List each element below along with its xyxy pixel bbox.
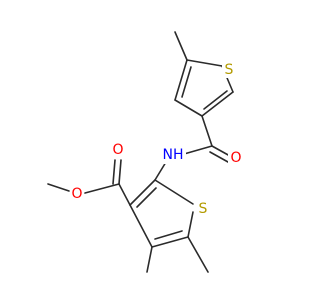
bond-c3b-c2b-double — [136, 187, 157, 208]
atom-oxygen-amide: O — [228, 150, 242, 167]
svg-text:O: O — [71, 186, 82, 202]
bond-c2-c3 — [201, 91, 234, 117]
bond-c5b-methyl — [187, 236, 209, 273]
bond-carbonyl-o-double — [209, 151, 229, 163]
bond-c5b-c4b — [151, 236, 189, 248]
bond-c4-c5-double — [181, 66, 192, 98]
bond-ester-c-o-double-b — [112, 159, 116, 185]
atom-sulfur-top: S — [222, 62, 236, 78]
bond-c4b-methyl — [146, 246, 153, 273]
bond-carbonyl-o — [211, 145, 231, 157]
bond-c5b-c4b-double — [154, 230, 183, 240]
bond-o-methyl — [47, 183, 70, 192]
svg-text:O: O — [112, 142, 123, 158]
bond-c5-s — [186, 59, 223, 67]
bond-carbonyl-n — [183, 145, 213, 155]
bond-ester-c-o-double-a — [118, 159, 122, 185]
svg-text:NH: NH — [163, 147, 184, 163]
bond-c4b-c3b — [129, 204, 153, 248]
bonds — [47, 31, 234, 273]
atom-labels: S O NH O O S — [70, 62, 242, 217]
atom-sulfur-bottom: S — [196, 201, 210, 217]
bond-c3b-c2b — [129, 179, 156, 206]
bond-c3b-ester-c — [118, 183, 131, 206]
bond-c2-c3-double — [203, 90, 228, 110]
bond-c3-carbonyl — [201, 115, 213, 147]
svg-text:S: S — [199, 201, 208, 217]
bond-ester-c-o — [84, 183, 120, 194]
bond-s-c5b — [187, 211, 194, 238]
atom-nitrogen-amide: NH — [160, 147, 186, 164]
svg-text:O: O — [230, 150, 241, 166]
atom-oxygen-ester: O — [70, 186, 84, 202]
structure-canvas: S O NH O O S — [47, 31, 242, 273]
atom-oxygen-ester-carbonyl: O — [110, 142, 124, 158]
bond-methyl-c5 — [174, 31, 188, 61]
molecule-diagram: S O NH O O S — [47, 31, 242, 273]
bond-c4-c5 — [174, 59, 188, 101]
svg-text:S: S — [225, 62, 234, 78]
bond-n-c2b — [154, 161, 167, 181]
bond-c3-c4 — [174, 99, 203, 117]
bond-c2b-s — [154, 179, 194, 205]
